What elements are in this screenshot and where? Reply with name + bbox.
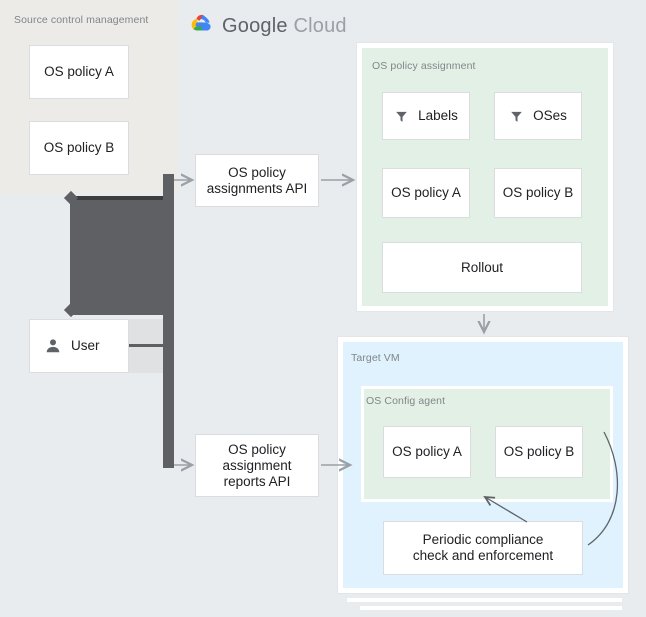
vm-stack-bar-1 (347, 598, 622, 602)
api-line-1: OS policy (228, 164, 286, 180)
user-label: User (71, 338, 100, 353)
vertical-connector-bar (163, 174, 174, 468)
labels-filter-box[interactable]: Labels (382, 92, 470, 140)
compliance-line-1: Periodic compliance (422, 532, 544, 547)
os-policy-assignments-api-box[interactable]: OS policy assignments API (195, 154, 319, 207)
source-control-management-label: Source control management (14, 14, 149, 26)
wordmark-cloud: Cloud (293, 15, 347, 37)
oses-filter-box[interactable]: OSes (494, 92, 582, 140)
google-cloud-wordmark: Google Cloud (222, 15, 347, 38)
compliance-line-2: check and enforcement (412, 548, 554, 563)
rollout-box[interactable]: Rollout (382, 242, 582, 293)
user-connector-band (70, 196, 170, 315)
os-config-agent-label: OS Config agent (366, 395, 446, 407)
google-cloud-logo-icon (189, 13, 215, 40)
user-connector-block-upper (125, 319, 165, 344)
user-connector-divider (125, 344, 165, 347)
wordmark-google: Google (222, 15, 288, 37)
google-cloud-brand: Google Cloud (189, 13, 347, 40)
target-vm-label: Target VM (351, 352, 400, 364)
reports-api-line-1: OS policy (228, 441, 286, 457)
reports-api-line-3: reports API (223, 473, 291, 489)
filter-icon (394, 109, 409, 124)
user-connector-band-top-edge (70, 196, 170, 200)
periodic-compliance-box[interactable]: Periodic compliance check and enforcemen… (383, 521, 583, 575)
os-policy-assignment-reports-api-box[interactable]: OS policy assignment reports API (195, 434, 319, 497)
assignment-os-policy-a-box[interactable]: OS policy A (382, 168, 470, 218)
user-connector-block-lower (125, 347, 165, 373)
vm-stack-bar-2 (360, 606, 622, 610)
person-icon (44, 337, 62, 355)
os-policy-assignment-label: OS policy assignment (372, 60, 476, 72)
agent-os-policy-a-box[interactable]: OS policy A (383, 426, 471, 478)
user-box[interactable]: User (29, 319, 129, 373)
oses-filter-label: OSes (533, 108, 567, 123)
labels-filter-label: Labels (418, 108, 458, 123)
agent-os-policy-b-box[interactable]: OS policy B (495, 426, 583, 478)
api-line-2: assignments API (206, 180, 308, 196)
filter-icon (509, 109, 524, 124)
scm-os-policy-a-box[interactable]: OS policy A (29, 45, 129, 99)
reports-api-line-2: assignment (222, 457, 292, 473)
scm-os-policy-b-box[interactable]: OS policy B (29, 121, 129, 175)
assignment-os-policy-b-box[interactable]: OS policy B (494, 168, 582, 218)
